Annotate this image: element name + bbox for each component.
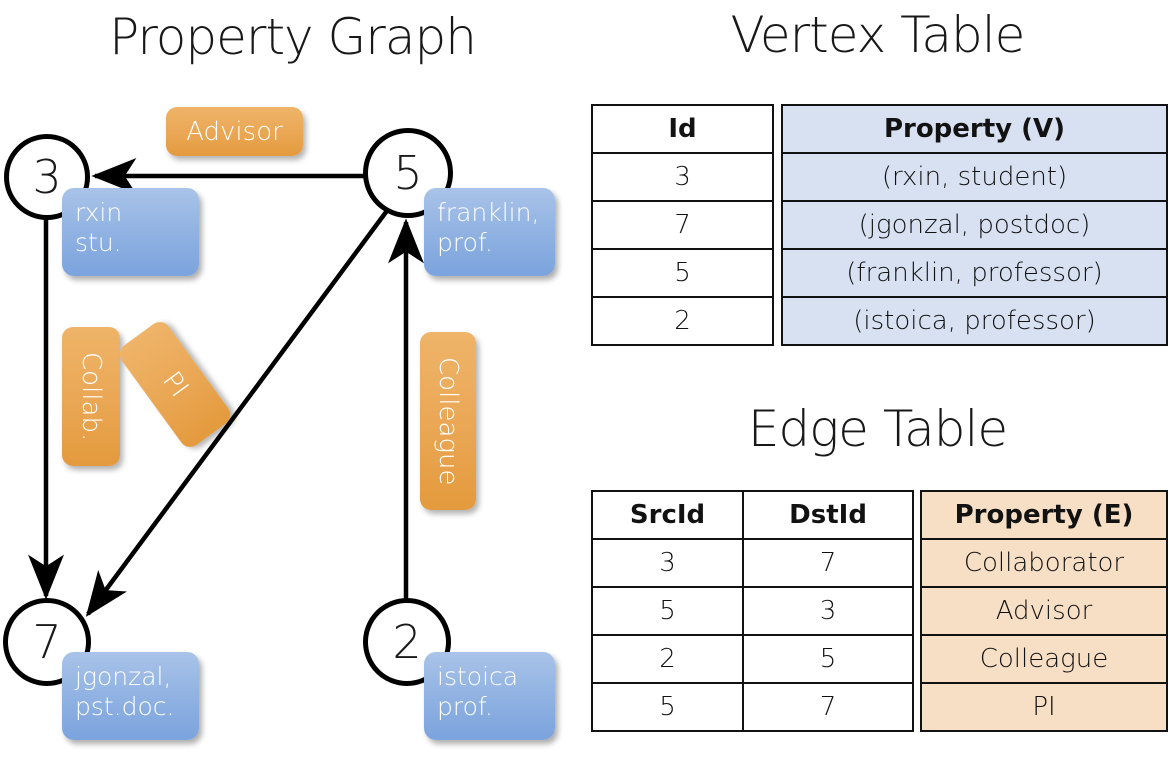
vertex-table-header-id: Id (591, 104, 774, 154)
table-row: 7 (591, 200, 774, 250)
vertex-property-box-7-line1: jgonzal, (75, 662, 172, 691)
edge-row-0-property: Collaborator (920, 538, 1168, 588)
edge-row-1-dst: 3 (742, 586, 914, 636)
table-row: 2 (591, 296, 774, 346)
page-title-vertex-table: Vertex Table (730, 6, 1026, 64)
vertex-property-box-7-line2: pst.doc. (75, 691, 175, 721)
table-row: 3 7 (590, 538, 914, 588)
vertex-table-property-column: Property (V) (rxin, student) (jgonzal, p… (781, 104, 1168, 346)
edge-table-header-dstid: DstId (742, 490, 914, 540)
edge-row-0-src: 3 (590, 538, 745, 588)
edge-row-3-dst: 7 (742, 682, 914, 732)
edge-tag-colleague-label: Colleague (433, 356, 463, 486)
edge-row-0-dst: 7 (742, 538, 914, 588)
vertex-property-box-3-line2: stu. (75, 227, 122, 257)
vertex-property-box-5: franklin, prof. (424, 188, 555, 276)
table-row: PI (920, 682, 1168, 732)
edge-row-3-property: PI (920, 682, 1168, 732)
edge-5-to-7 (85, 206, 391, 617)
table-header-row: Property (E) (920, 490, 1168, 540)
vertex-property-box-7: jgonzal, pst.doc. (62, 652, 199, 740)
table-row: 5 (591, 248, 774, 298)
vertex-property-box-5-line1: franklin, (437, 198, 540, 227)
edge-row-2-src: 2 (590, 634, 745, 684)
graph-node-7-id: 7 (32, 615, 62, 669)
edge-table-header-property: Property (E) (920, 490, 1168, 540)
vertex-row-1-id: 7 (591, 200, 774, 250)
table-row: Advisor (920, 586, 1168, 636)
edge-tag-advisor: Advisor (166, 107, 303, 156)
table-row: 3 (591, 152, 774, 202)
page-title-property-graph: Property Graph (109, 8, 477, 66)
vertex-property-box-2-line1: istoica (437, 662, 519, 691)
vertex-row-3-id: 2 (591, 296, 774, 346)
graph-node-5-id: 5 (393, 146, 423, 200)
table-row: (franklin, professor) (781, 248, 1168, 298)
vertex-table-header-property: Property (V) (781, 104, 1168, 154)
graph-edges-svg (28, 158, 424, 617)
graph-node-2[interactable]: 2 (363, 598, 451, 686)
edge-tag-pi-label: PI (155, 366, 194, 403)
graph-node-5[interactable]: 5 (363, 128, 453, 218)
property-graph-panel: Property Graph Advisor Collab. PI (3, 8, 555, 740)
vertex-property-box-3: rxin stu. (62, 188, 199, 276)
graph-node-3-id: 3 (32, 150, 62, 204)
edge-table-property-column: Property (E) Collaborator Advisor Collea… (920, 490, 1168, 732)
vertex-row-0-property: (rxin, student) (781, 152, 1168, 202)
vertex-row-0-id: 3 (591, 152, 774, 202)
table-row: Collaborator (920, 538, 1168, 588)
edge-table-id-columns: SrcId DstId 3 7 5 3 2 5 5 7 (590, 490, 914, 732)
table-row: 2 5 (590, 634, 914, 684)
edge-row-2-property: Colleague (920, 634, 1168, 684)
edge-tag-colleague: Colleague (420, 332, 476, 510)
edge-row-3-src: 5 (590, 682, 745, 732)
vertex-property-box-5-line2: prof. (437, 227, 493, 257)
vertex-table-id-column: Id 3 7 5 2 (591, 104, 774, 346)
vertex-row-2-property: (franklin, professor) (781, 248, 1168, 298)
vertex-property-box-2: istoica prof. (424, 652, 555, 740)
vertex-row-3-property: (istoica, professor) (781, 296, 1168, 346)
table-row: (rxin, student) (781, 152, 1168, 202)
edge-table-header-srcid: SrcId (590, 490, 745, 540)
vertex-row-2-id: 5 (591, 248, 774, 298)
vertex-property-box-3-line1: rxin (75, 198, 123, 227)
table-header-row: Property (V) (781, 104, 1168, 154)
edge-tag-collab-label: Collab. (76, 351, 106, 442)
table-row: (istoica, professor) (781, 296, 1168, 346)
table-row: 5 7 (590, 682, 914, 732)
edge-row-1-src: 5 (590, 586, 745, 636)
edge-row-1-property: Advisor (920, 586, 1168, 636)
table-header-row: Id (591, 104, 774, 154)
edge-tag-advisor-label: Advisor (186, 116, 283, 147)
table-row: Colleague (920, 634, 1168, 684)
vertex-property-box-2-line2: prof. (437, 691, 493, 721)
vertex-row-1-property: (jgonzal, postdoc) (781, 200, 1168, 250)
table-row: (jgonzal, postdoc) (781, 200, 1168, 250)
edge-row-2-dst: 5 (742, 634, 914, 684)
graph-node-2-id: 2 (392, 615, 422, 669)
table-row: 5 3 (590, 586, 914, 636)
page-title-edge-table: Edge Table (747, 400, 1008, 458)
edge-tag-collab: Collab. (62, 327, 120, 466)
table-header-row: SrcId DstId (590, 490, 914, 540)
